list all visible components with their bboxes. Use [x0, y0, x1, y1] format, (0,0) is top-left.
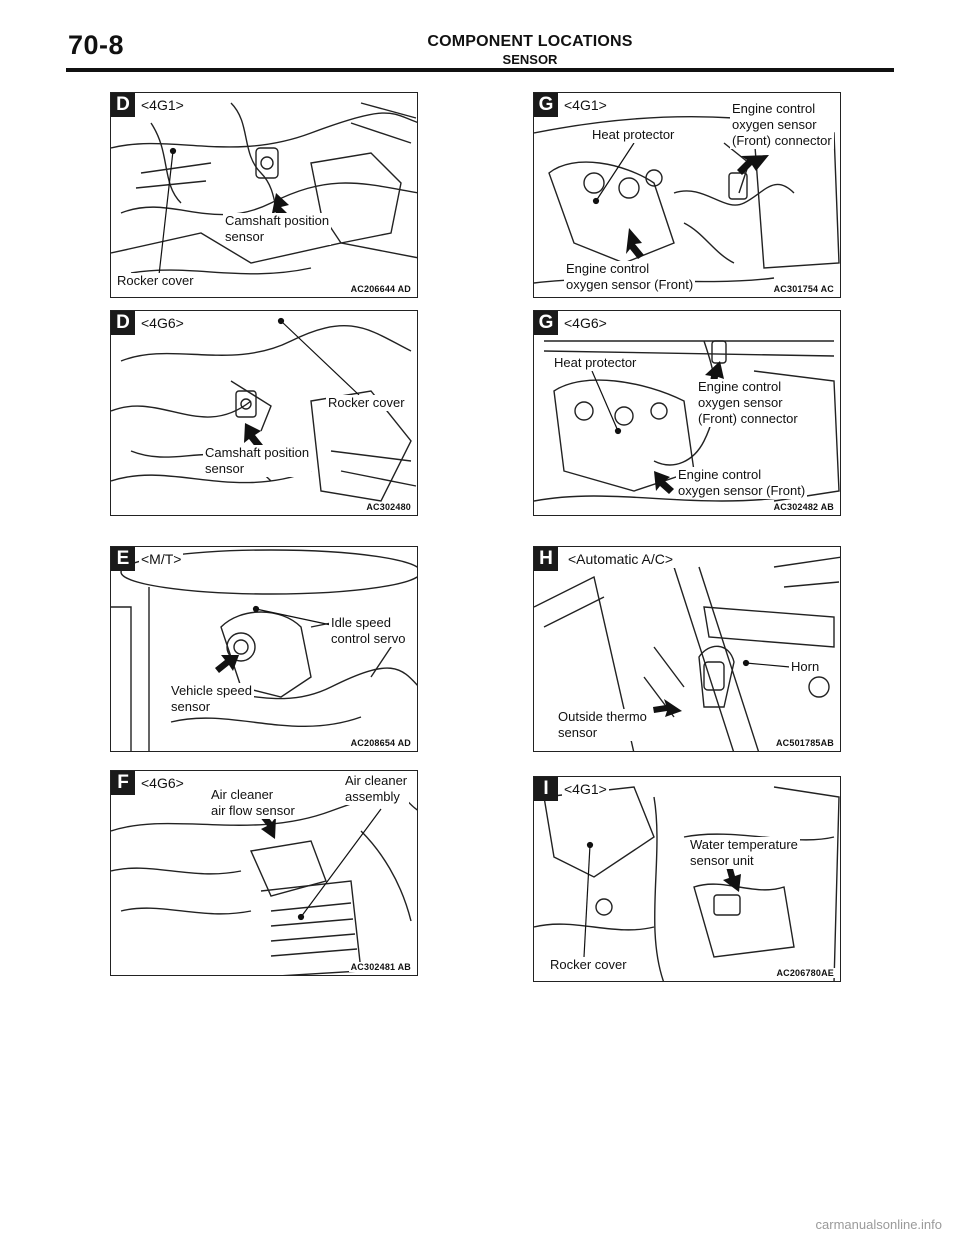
leader-lines	[592, 142, 635, 205]
callout-oxygen-sensor: Engine control oxygen sensor (Front)	[564, 261, 696, 293]
panel-letter: F	[111, 771, 135, 795]
engine-variant: <4G6>	[139, 774, 186, 792]
engine-illustration	[534, 115, 840, 284]
panel-letter: I	[534, 777, 558, 801]
arrow-icon	[654, 361, 724, 494]
figure-code: AC302480	[364, 502, 413, 512]
panel-letter: G	[534, 311, 558, 335]
arrow-icon	[215, 655, 239, 673]
panel-letter: D	[111, 311, 135, 335]
leader-lines	[583, 841, 594, 958]
panel-letter: E	[111, 547, 135, 571]
callout-camshaft-position-sensor: Camshaft position sensor	[203, 445, 312, 477]
leader-lines	[591, 370, 622, 435]
callout-rocker-cover: Rocker cover	[115, 273, 196, 289]
panel-letter: G	[534, 93, 558, 117]
figure-code: AC302482 AB	[771, 502, 836, 512]
engine-variant: <4G1>	[139, 96, 186, 114]
arrow-icon	[723, 865, 741, 892]
figure-code: AC206780AE	[774, 968, 836, 978]
engine-illustration	[111, 325, 417, 502]
figure-panel-f-4g6: F <4G6> Air cleaner air flow sensor Air …	[110, 770, 418, 976]
figure-code: AC302481 AB	[348, 962, 413, 972]
engine-illustration	[534, 556, 840, 751]
callout-heat-protector: Heat protector	[590, 127, 677, 143]
section-title: COMPONENT LOCATIONS	[427, 33, 633, 50]
engine-illustration	[534, 786, 840, 981]
panel-letter: D	[111, 93, 135, 117]
callout-heat-protector: Heat protector	[552, 355, 639, 371]
arrow-icon	[271, 193, 291, 222]
callout-rocker-cover: Rocker cover	[548, 957, 629, 973]
leader-lines	[277, 317, 360, 396]
callout-oxygen-sensor-connector: Engine control oxygen sensor (Front) con…	[696, 379, 800, 427]
figure-code: AC501785AB	[773, 738, 836, 748]
header-rule	[66, 68, 894, 72]
figure-panel-d-4g6: D <4G6> Rocker cover Camshaft position s…	[110, 310, 418, 516]
figure-panel-e-mt: E <M/T> Idle speed control servo Vehicle…	[110, 546, 418, 752]
subsection-title: SENSOR	[502, 52, 558, 67]
callout-vehicle-speed-sensor: Vehicle speed sensor	[169, 683, 254, 715]
callout-camshaft-position-sensor: Camshaft position sensor	[223, 213, 332, 245]
engine-variant: <4G6>	[139, 314, 186, 332]
leader-lines	[297, 808, 382, 921]
engine-illustration	[534, 340, 840, 502]
engine-variant: <Automatic A/C>	[566, 550, 676, 568]
engine-variant: <4G1>	[562, 96, 609, 114]
arrow-icon	[626, 155, 769, 259]
callout-rocker-cover: Rocker cover	[326, 395, 407, 411]
leader-lines	[742, 659, 791, 668]
engine-illustration	[111, 102, 417, 275]
figure-code: AC208654 AD	[348, 738, 413, 748]
leader-lines	[158, 147, 177, 276]
figure-code: AC206644 AD	[348, 284, 413, 294]
page-number: 70-8	[68, 30, 125, 60]
engine-variant: <4G1>	[562, 780, 609, 798]
callout-idle-speed-control-servo: Idle speed control servo	[329, 615, 408, 647]
leader-lines	[252, 605, 332, 626]
engine-variant: <M/T>	[139, 550, 184, 568]
figure-panel-i-4g1: I <4G1> Water temperature sensor unit Ro…	[533, 776, 841, 982]
engine-variant: <4G6>	[562, 314, 609, 332]
callout-air-flow-sensor: Air cleaner air flow sensor	[209, 787, 297, 819]
arrow-icon	[653, 699, 682, 717]
callout-oxygen-sensor-connector: Engine control oxygen sensor (Front) con…	[730, 101, 834, 149]
engine-illustration	[111, 794, 417, 975]
figure-panel-g-4g6: G <4G6> Heat protector Engine control ox…	[533, 310, 841, 516]
callout-air-cleaner-assembly: Air cleaner assembly	[343, 773, 410, 805]
watermark: carmanualsonline.info	[815, 1217, 942, 1232]
figure-panel-h-automatic-ac: H <Automatic A/C> Horn Outside thermo se…	[533, 546, 841, 752]
callout-outside-thermo-sensor: Outside thermo sensor	[556, 709, 649, 741]
callout-oxygen-sensor: Engine control oxygen sensor (Front)	[676, 467, 808, 499]
callout-water-temperature-sensor-unit: Water temperature sensor unit	[688, 837, 800, 869]
figure-panel-d-4g1: D <4G1> Camshaft position sensor Rocker …	[110, 92, 418, 298]
panel-letter: H	[534, 547, 558, 571]
figure-panel-g-4g1: G <4G1> Heat protector Engine control ox…	[533, 92, 841, 298]
figure-code: AC301754 AC	[771, 284, 836, 294]
arrow-icon	[244, 423, 263, 449]
callout-horn: Horn	[789, 659, 822, 675]
